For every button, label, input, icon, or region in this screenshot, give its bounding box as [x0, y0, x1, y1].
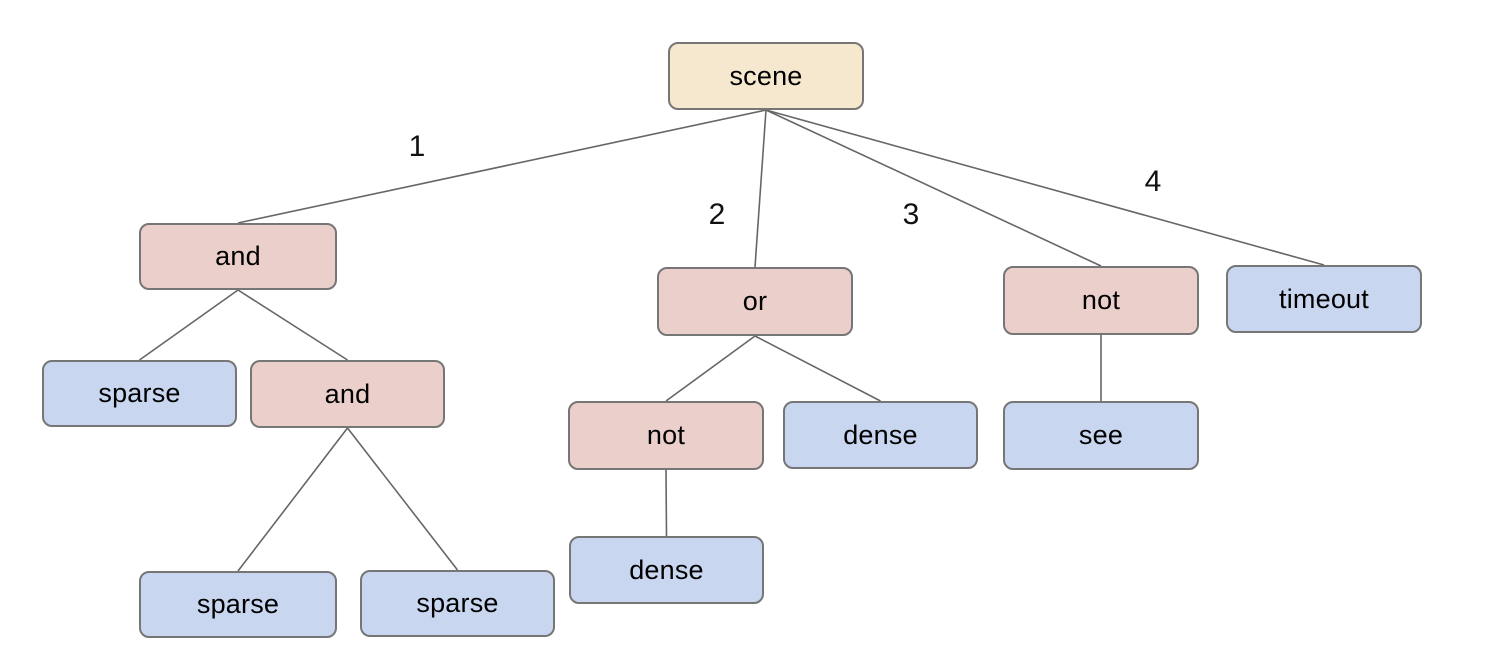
edge-label-3: 3 [902, 198, 920, 231]
tree-node-dense2: dense [569, 536, 764, 604]
tree-node-label: scene [729, 60, 803, 91]
tree-node-not2: not [568, 401, 764, 470]
edge-and2-sparse3 [346, 427, 459, 571]
tree-node-sparse3: sparse [360, 570, 555, 637]
tree-node-see1: see [1003, 401, 1199, 470]
edge-scene-timeout1 [765, 109, 1325, 266]
edge-label-2: 2 [708, 198, 726, 231]
edge-scene-and1 [237, 109, 767, 224]
tree-node-label: sparse [98, 378, 181, 408]
tree-node-sparse1: sparse [42, 360, 237, 427]
tree-node-label: dense [629, 554, 704, 585]
tree-node-label: and [215, 241, 261, 271]
edge-scene-or1 [754, 109, 767, 268]
tree-node-label: sparse [196, 589, 280, 619]
tree-node-label: see [1078, 420, 1124, 450]
tree-node-or1: or [657, 267, 853, 336]
tree-node-timeout1: timeout [1226, 265, 1422, 333]
tree-node-label: not [1081, 285, 1121, 315]
tree-node-and2: and [250, 360, 445, 428]
tree-node-and1: and [139, 223, 337, 290]
edge-scene-not1 [765, 109, 1102, 267]
edge-label-4: 4 [1144, 165, 1162, 198]
tree-node-sparse2: sparse [139, 571, 337, 638]
edge-label-1: 1 [408, 130, 426, 163]
tree-node-label: and [324, 378, 371, 409]
tree-node-label: or [742, 286, 768, 316]
tree-node-label: sparse [416, 588, 499, 618]
edge-and1-sparse1 [139, 289, 239, 361]
tree-node-label: timeout [1279, 283, 1369, 314]
tree-node-label: dense [843, 419, 918, 450]
tree-node-label: not [646, 420, 686, 450]
tree-node-scene: scene [668, 42, 864, 110]
edge-and1-and2 [237, 289, 348, 361]
edge-and2-sparse2 [237, 427, 349, 572]
edge-not2-dense2 [665, 469, 668, 537]
tree-node-not1: not [1003, 266, 1199, 335]
edge-or1-dense1 [754, 335, 881, 402]
edge-or1-not2 [665, 335, 756, 402]
tree-node-dense1: dense [783, 401, 978, 469]
